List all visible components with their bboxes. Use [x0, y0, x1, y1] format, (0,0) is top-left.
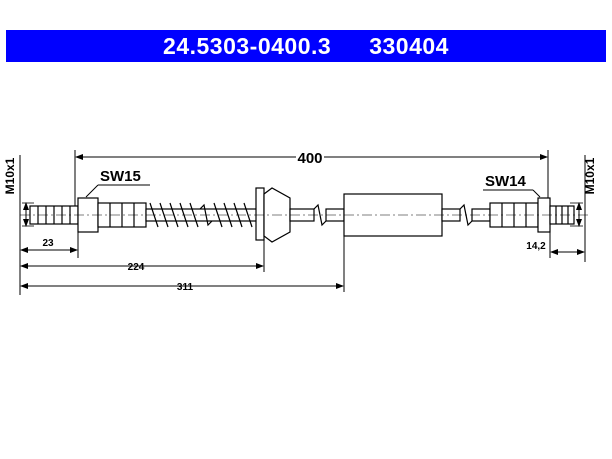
thread-right-label: M10x1 — [583, 157, 597, 194]
part-number: 24.5303-0400.3 — [163, 32, 332, 59]
bracket-plate — [255, 187, 265, 241]
dimension-23: 23 — [20, 232, 79, 258]
dimension-224: 224 — [20, 240, 265, 273]
sw-left-label: SW15 — [100, 168, 141, 185]
dimension-total-length: 400 — [74, 150, 549, 208]
thread-right-dimension: M10x1 — [570, 155, 597, 262]
thread-left-dimension: M10x1 — [3, 155, 34, 295]
reference-number: 330404 — [369, 32, 449, 59]
dimension-311: 311 — [20, 236, 345, 293]
dimension-224-value: 224 — [128, 262, 145, 273]
wrench-size-right: SW14 — [483, 173, 541, 198]
dimension-total-value: 400 — [297, 150, 322, 167]
wrench-size-left: SW15 — [85, 168, 150, 198]
dimension-14-2-value: 14,2 — [526, 241, 546, 252]
dimension-23-value: 23 — [42, 238, 54, 249]
title-bar: 24.5303-0400.3 330404 — [6, 30, 606, 62]
dimension-14-2: 14,2 — [526, 232, 585, 258]
dimension-311-value: 311 — [177, 282, 194, 293]
thread-left-label: M10x1 — [3, 157, 17, 194]
sw-right-label: SW14 — [485, 173, 527, 190]
